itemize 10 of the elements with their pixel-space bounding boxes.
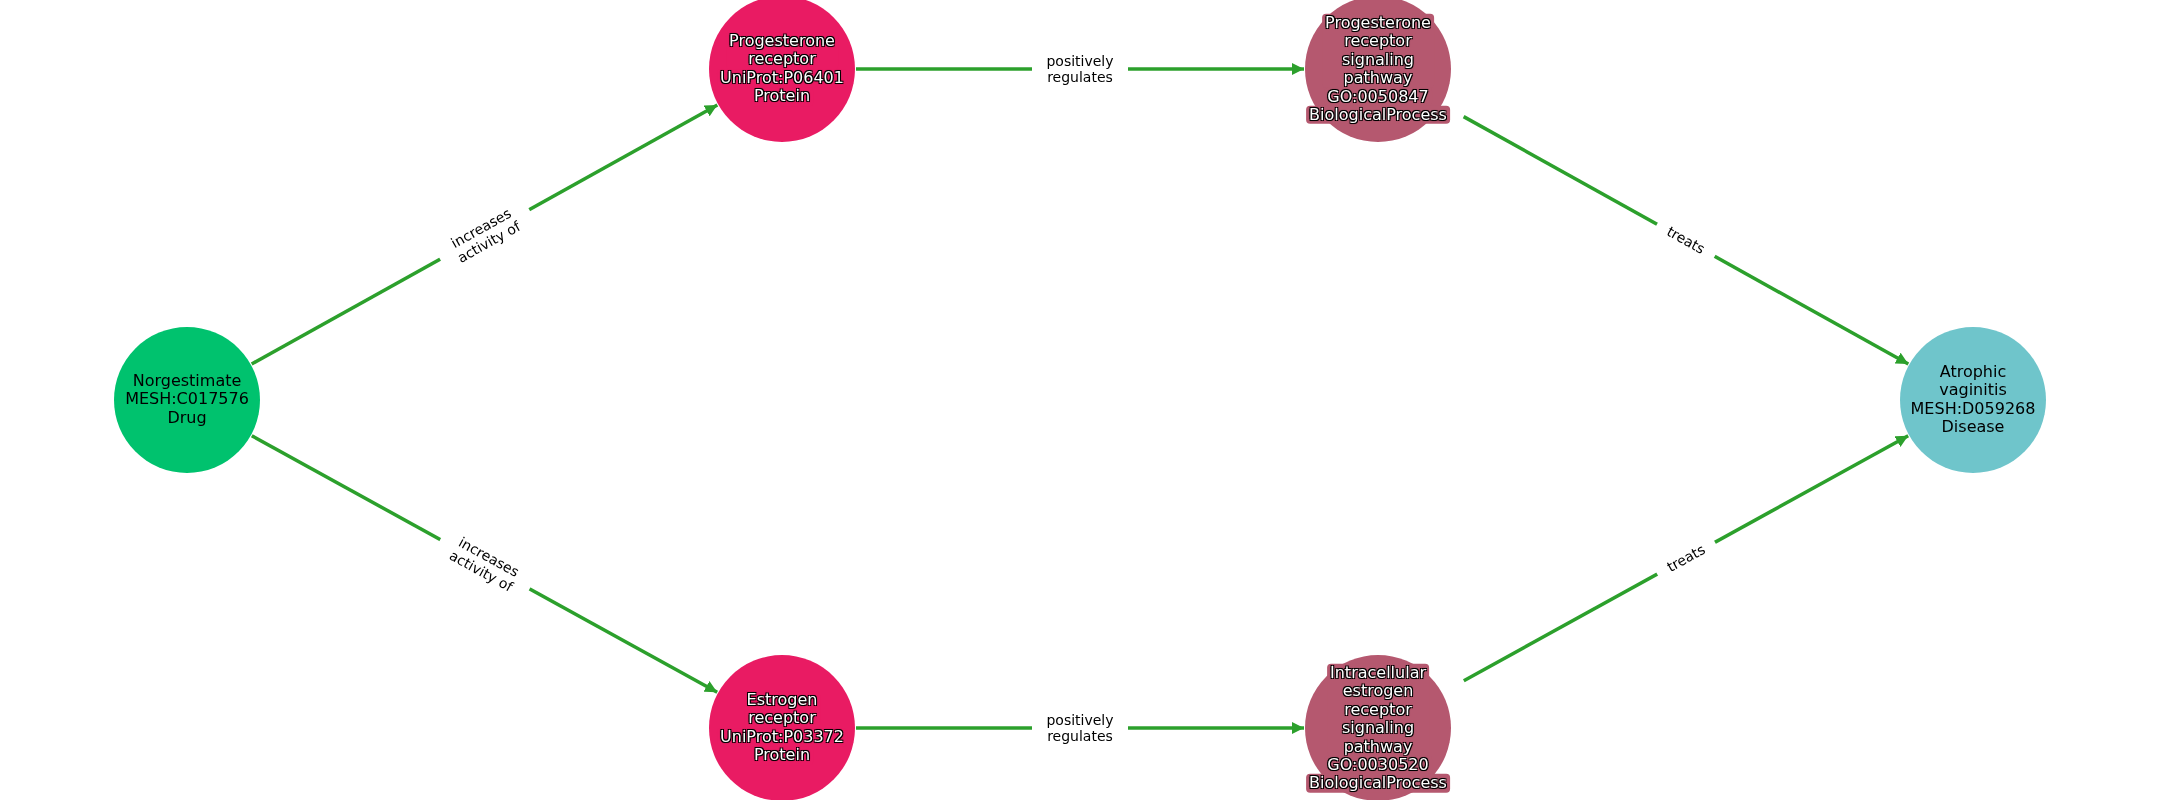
node-name: Intracellular estrogen receptor signaling pathway	[1327, 663, 1429, 756]
node-type: BiologicalProcess	[1306, 105, 1450, 125]
node-name: Norgestimate	[132, 372, 242, 391]
node-identifier: MESH:D059268	[1910, 400, 2036, 419]
node-name: Atrophic vaginitis	[1939, 363, 2007, 400]
node-type: BiologicalProcess	[1306, 774, 1450, 793]
node-name: Progesterone receptor signaling pathway	[1322, 13, 1434, 88]
node-identifier: MESH:C017576	[125, 390, 249, 410]
node-type: Disease	[1941, 418, 2005, 437]
node-type: Drug	[167, 409, 207, 428]
